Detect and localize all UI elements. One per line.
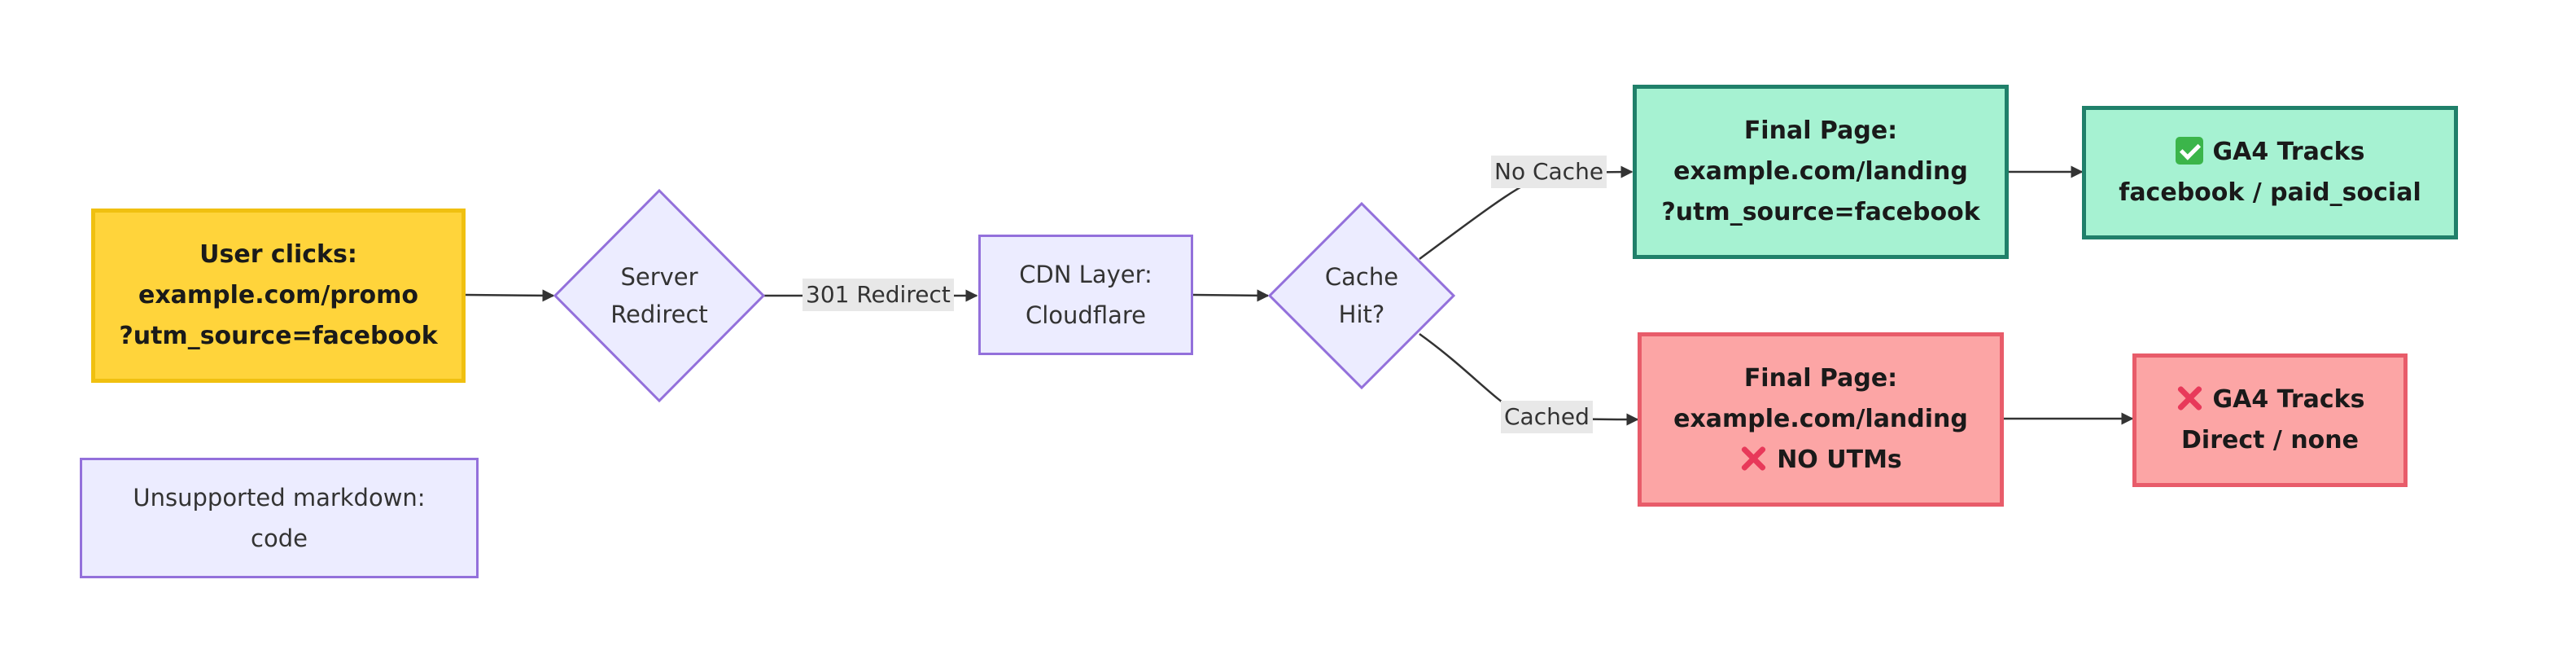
- server-redirect-label: Server Redirect: [570, 244, 749, 347]
- edge-label-301-redirect: 301 Redirect: [803, 279, 954, 311]
- final-page-no-utm-line-1: Final Page:: [1743, 364, 1898, 393]
- ga4-tracks-direct-node: GA4 Tracks Direct / none: [2132, 353, 2408, 487]
- cross-icon: [1739, 445, 1767, 472]
- user-clicks-line-1: User clicks:: [199, 240, 357, 269]
- final-page-no-utm-text: NO UTMs: [1777, 446, 1902, 474]
- final-page-utm-line-2: example.com/landing: [1673, 157, 1968, 186]
- cdn-layer-line-1: CDN Layer:: [1019, 261, 1152, 288]
- ga4-tracks-direct-line-1: GA4 Tracks: [2176, 380, 2365, 420]
- cache-hit-diamond: [1267, 201, 1456, 390]
- final-page-utm-line-1: Final Page:: [1743, 116, 1898, 145]
- cross-icon: [2176, 384, 2203, 412]
- final-page-no-utm-node: Final Page: example.com/landing NO UTMs: [1638, 332, 2004, 507]
- ga4-tracks-direct-title: GA4 Tracks: [2212, 385, 2365, 414]
- server-redirect-diamond: [553, 188, 766, 403]
- server-redirect-line-2: Redirect: [610, 301, 708, 328]
- ga4-tracks-facebook-line-1: GA4 Tracks: [2175, 132, 2365, 173]
- cache-hit-line-1: Cache: [1324, 263, 1399, 291]
- final-page-no-utm-line-2: example.com/landing: [1673, 405, 1968, 433]
- unsupported-markdown-line-2: code: [251, 525, 308, 552]
- cdn-layer-line-2: Cloudflare: [1025, 301, 1146, 329]
- unsupported-markdown-line-1: Unsupported markdown:: [133, 484, 426, 512]
- edge-cdn-cache: [1192, 289, 1270, 302]
- final-page-utm-node: Final Page: example.com/landing ?utm_sou…: [1633, 85, 2009, 259]
- cache-hit-line-2: Hit?: [1338, 301, 1385, 328]
- user-clicks-line-3: ?utm_source=facebook: [119, 322, 438, 350]
- edge-label-no-cache: No Cache: [1491, 156, 1607, 188]
- ga4-tracks-facebook-line-2: facebook / paid_social: [2119, 178, 2421, 207]
- cache-hit-label: Cache Hit?: [1288, 244, 1435, 347]
- edge-label-cached: Cached: [1501, 401, 1593, 433]
- ga4-tracks-facebook-title: GA4 Tracks: [2212, 138, 2365, 166]
- final-page-no-utm-line-3: NO UTMs: [1739, 440, 1902, 481]
- unsupported-markdown-node: Unsupported markdown: code: [80, 458, 479, 578]
- edge-start-server: [465, 289, 555, 302]
- final-page-utm-line-3: ?utm_source=facebook: [1661, 198, 1980, 226]
- user-clicks-line-2: example.com/promo: [138, 281, 419, 310]
- check-icon: [2175, 136, 2203, 165]
- ga4-tracks-direct-line-2: Direct / none: [2181, 426, 2359, 454]
- cdn-layer-node: CDN Layer: Cloudflare: [978, 235, 1193, 355]
- user-clicks-node: User clicks: example.com/promo ?utm_sour…: [91, 209, 466, 383]
- server-redirect-line-1: Server: [620, 263, 698, 291]
- ga4-tracks-facebook-node: GA4 Tracks facebook / paid_social: [2082, 106, 2458, 239]
